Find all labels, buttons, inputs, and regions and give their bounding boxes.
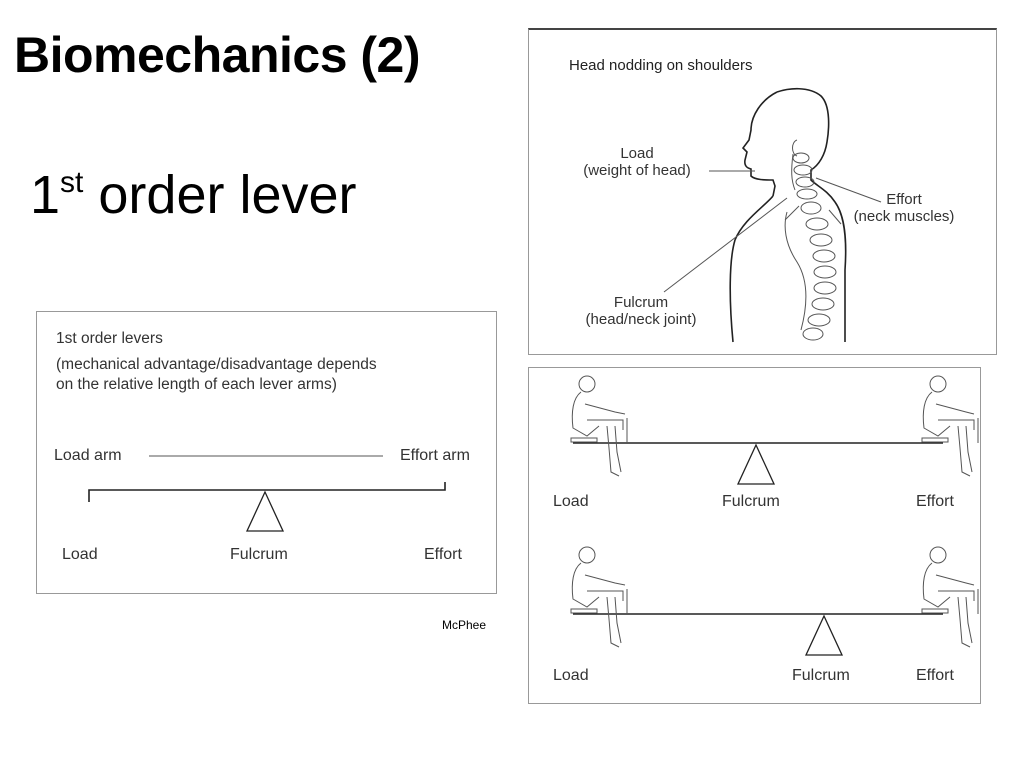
- bottom-right-figure: [921, 546, 979, 648]
- bottom-left-figure: [570, 546, 628, 648]
- seesaw-panel: Load Fulcrum Effort Load Fulcrum Effort: [528, 367, 981, 704]
- lever-panel-title: 1st order levers: [56, 330, 163, 347]
- lever-effort-label: Effort: [424, 546, 462, 563]
- subtitle-text: order lever: [83, 165, 357, 225]
- top-fulcrum-triangle: [736, 443, 776, 485]
- spine-vertebrae: [784, 152, 842, 341]
- head-fulcrum-label: Fulcrum (head/neck joint): [585, 294, 697, 328]
- credit-text: McPhee: [442, 618, 487, 632]
- bottom-fulcrum-label: Fulcrum: [792, 667, 850, 684]
- fulcrum-leader-line: [663, 197, 788, 293]
- lever-desc-line2: on the relative length of each lever arm…: [56, 376, 337, 393]
- first-order-lever-panel: 1st order levers (mechanical advantage/d…: [36, 311, 497, 594]
- head-silhouette: [776, 87, 847, 342]
- torso-front: [729, 195, 774, 343]
- head-neck-illustration: [663, 87, 882, 343]
- top-seesaw: [570, 375, 979, 485]
- lever-beam: [88, 482, 446, 502]
- head-nodding-panel: Head nodding on shoulders: [528, 28, 997, 355]
- slide-title: Biomechanics (2): [14, 27, 421, 83]
- ear: [792, 139, 798, 157]
- lever-diagram: [88, 455, 446, 532]
- bottom-effort-label: Effort: [916, 667, 954, 684]
- bottom-load-label: Load: [553, 667, 589, 684]
- head-panel-title: Head nodding on shoulders: [569, 57, 753, 74]
- bottom-fulcrum-triangle: [804, 614, 844, 656]
- slide-subtitle: 1st order lever: [30, 165, 357, 225]
- head-effort-label: Effort (neck muscles): [853, 191, 955, 225]
- top-right-figure: [921, 375, 979, 477]
- seesaw-illustrations: [570, 375, 979, 656]
- top-fulcrum-label: Fulcrum: [722, 493, 780, 510]
- top-left-figure: [570, 375, 628, 477]
- lever-desc-line1: (mechanical advantage/disadvantage depen…: [56, 356, 377, 373]
- top-load-label: Load: [553, 493, 589, 510]
- load-arm-label: Load arm: [54, 447, 122, 464]
- face-profile: [741, 91, 778, 197]
- lever-load-label: Load: [62, 546, 98, 563]
- bottom-seesaw: [570, 546, 979, 656]
- effort-leader-line: [815, 177, 882, 203]
- effort-arm-label: Effort arm: [400, 447, 470, 464]
- top-effort-label: Effort: [916, 493, 954, 510]
- fulcrum-triangle: [245, 490, 285, 532]
- subtitle-number: 1: [30, 165, 61, 225]
- head-load-label: Load (weight of head): [583, 145, 691, 179]
- lever-fulcrum-label: Fulcrum: [230, 546, 288, 563]
- subtitle-superscript: st: [60, 166, 84, 199]
